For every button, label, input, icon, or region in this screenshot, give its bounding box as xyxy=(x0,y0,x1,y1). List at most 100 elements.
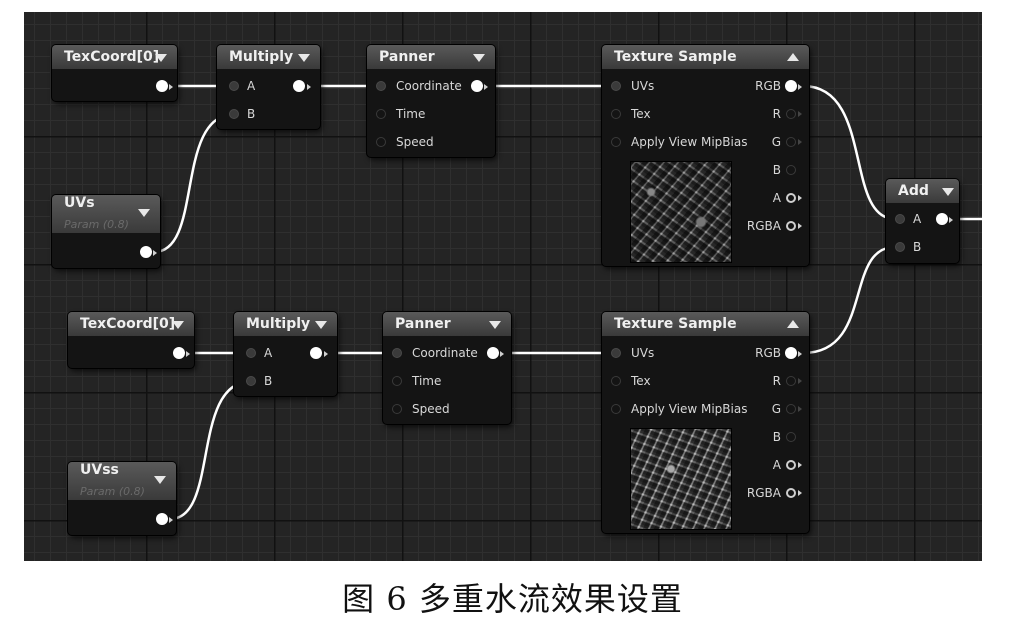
output-row-r[interactable]: R xyxy=(773,371,781,391)
output-pin-rgb[interactable] xyxy=(785,347,797,359)
input-pin[interactable] xyxy=(611,137,621,147)
input-row-a[interactable]: A xyxy=(229,76,255,96)
output-row-a[interactable]: A xyxy=(773,455,781,475)
collapse-arrow-icon[interactable] xyxy=(473,54,485,62)
input-row-time[interactable]: Time xyxy=(392,371,441,391)
input-pin[interactable] xyxy=(376,137,386,147)
output-row-g[interactable]: G xyxy=(772,399,781,419)
input-pin[interactable] xyxy=(392,404,402,414)
output-row-b[interactable]: B xyxy=(773,160,781,180)
input-row-tex[interactable]: Tex xyxy=(611,371,651,391)
output-pin-r[interactable] xyxy=(786,109,796,119)
input-row-a[interactable]: A xyxy=(246,343,272,363)
node-multiply-2[interactable]: Multiply A B xyxy=(234,312,337,396)
input-row-speed[interactable]: Speed xyxy=(376,132,434,152)
output-pin-b[interactable] xyxy=(786,432,796,442)
output-pin-a[interactable] xyxy=(786,193,796,203)
input-row-coordinate[interactable]: Coordinate xyxy=(392,343,478,363)
input-pin[interactable] xyxy=(611,404,621,414)
output-pin-rgba[interactable] xyxy=(786,221,796,231)
output-pin[interactable] xyxy=(293,80,305,92)
input-row-b[interactable]: B xyxy=(246,371,272,391)
pin-label: A xyxy=(264,346,273,360)
input-row-b[interactable]: B xyxy=(229,104,255,124)
output-pin-b[interactable] xyxy=(786,165,796,175)
output-row-rgba[interactable]: RGBA xyxy=(747,216,781,236)
input-row-a[interactable]: A xyxy=(895,209,921,229)
output-pin[interactable] xyxy=(487,347,499,359)
collapse-arrow-icon[interactable] xyxy=(942,188,954,196)
pin-label: Coordinate xyxy=(412,346,478,360)
input-pin[interactable] xyxy=(229,81,239,91)
input-row-time[interactable]: Time xyxy=(376,104,425,124)
node-subtitle: Param (0.8) xyxy=(80,485,145,498)
collapse-arrow-icon[interactable] xyxy=(787,53,799,61)
collapse-arrow-icon[interactable] xyxy=(155,54,167,62)
input-pin[interactable] xyxy=(611,376,621,386)
output-pin-a[interactable] xyxy=(786,460,796,470)
node-title: Texture Sample xyxy=(614,49,737,65)
output-pin-rgba[interactable] xyxy=(786,488,796,498)
collapse-arrow-icon[interactable] xyxy=(489,321,501,329)
collapse-arrow-icon[interactable] xyxy=(172,321,184,329)
output-pin-g[interactable] xyxy=(786,137,796,147)
pin-label: Speed xyxy=(396,135,434,149)
output-pin-r[interactable] xyxy=(786,376,796,386)
input-row-mipbias[interactable]: Apply View MipBias xyxy=(611,132,747,152)
output-pin[interactable] xyxy=(156,513,168,525)
input-pin[interactable] xyxy=(246,348,256,358)
output-pin[interactable] xyxy=(310,347,322,359)
input-pin[interactable] xyxy=(611,109,621,119)
output-pin[interactable] xyxy=(471,80,483,92)
input-pin[interactable] xyxy=(376,81,386,91)
output-row-g[interactable]: G xyxy=(772,132,781,152)
output-pin[interactable] xyxy=(140,246,152,258)
output-row-rgb[interactable]: RGB xyxy=(755,343,781,363)
pin-label: RGB xyxy=(755,79,781,93)
output-row-r[interactable]: R xyxy=(773,104,781,124)
input-row-speed[interactable]: Speed xyxy=(392,399,450,419)
input-pin[interactable] xyxy=(229,109,239,119)
input-pin[interactable] xyxy=(392,348,402,358)
output-row-rgba[interactable]: RGBA xyxy=(747,483,781,503)
collapse-arrow-icon[interactable] xyxy=(787,320,799,328)
node-multiply-1[interactable]: Multiply A B xyxy=(217,45,320,129)
collapse-arrow-icon[interactable] xyxy=(154,476,166,484)
output-row-b[interactable]: B xyxy=(773,427,781,447)
input-pin[interactable] xyxy=(376,109,386,119)
input-row-uvs[interactable]: UVs xyxy=(611,343,654,363)
output-pin-g[interactable] xyxy=(786,404,796,414)
input-pin[interactable] xyxy=(895,242,905,252)
input-pin[interactable] xyxy=(611,348,621,358)
input-row-mipbias[interactable]: Apply View MipBias xyxy=(611,399,747,419)
output-row-rgb[interactable]: RGB xyxy=(755,76,781,96)
node-texcoord-2[interactable]: TexCoord[0] xyxy=(68,312,194,368)
input-pin[interactable] xyxy=(611,81,621,91)
node-texture-sample-1[interactable]: Texture Sample UVs Tex Apply View MipBia… xyxy=(602,45,809,266)
node-add[interactable]: Add A B xyxy=(886,179,959,263)
wire-texsample2-add xyxy=(802,245,896,355)
output-pin-rgb[interactable] xyxy=(785,80,797,92)
input-row-b[interactable]: B xyxy=(895,237,921,257)
input-row-coordinate[interactable]: Coordinate xyxy=(376,76,462,96)
input-row-tex[interactable]: Tex xyxy=(611,104,651,124)
node-texture-sample-2[interactable]: Texture Sample UVs Tex Apply View MipBia… xyxy=(602,312,809,533)
node-panner-2[interactable]: Panner Coordinate Time Speed xyxy=(383,312,511,424)
collapse-arrow-icon[interactable] xyxy=(315,321,327,329)
material-graph-canvas[interactable]: TexCoord[0] Multiply A B Panner Coordina… xyxy=(24,12,982,561)
node-title: Add xyxy=(898,183,929,199)
input-pin[interactable] xyxy=(895,214,905,224)
input-pin[interactable] xyxy=(392,376,402,386)
node-panner-1[interactable]: Panner Coordinate Time Speed xyxy=(367,45,495,157)
output-pin[interactable] xyxy=(936,213,948,225)
input-pin[interactable] xyxy=(246,376,256,386)
collapse-arrow-icon[interactable] xyxy=(298,54,310,62)
output-pin[interactable] xyxy=(173,347,185,359)
output-row-a[interactable]: A xyxy=(773,188,781,208)
input-row-uvs[interactable]: UVs xyxy=(611,76,654,96)
output-pin[interactable] xyxy=(156,80,168,92)
collapse-arrow-icon[interactable] xyxy=(138,209,150,217)
node-texcoord-1[interactable]: TexCoord[0] xyxy=(52,45,177,101)
